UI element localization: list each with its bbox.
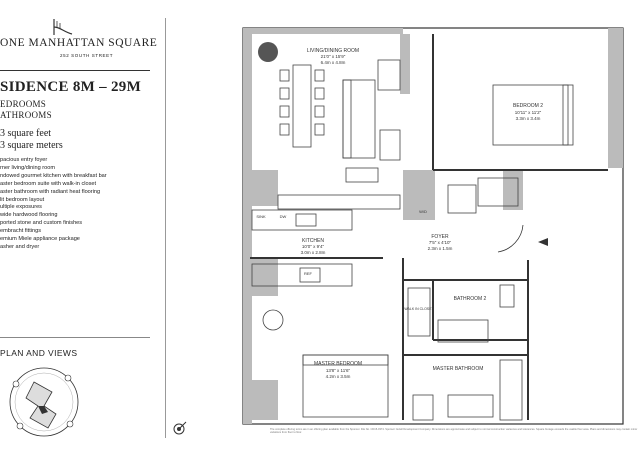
dw-label: DW bbox=[280, 214, 287, 219]
key-plan-diagram bbox=[9, 367, 79, 437]
divider-rule bbox=[0, 337, 150, 338]
floor-plan: LIVING/DINING ROOM 21'0" x 15'9" 6.4m x … bbox=[242, 27, 624, 425]
info-panel: ONE MANHATTAN SQUARE 252 SOUTH STREET SI… bbox=[0, 0, 165, 460]
master-bath-label: MASTER BATHROOM bbox=[433, 366, 484, 372]
square-meters-text: 3 square meters bbox=[0, 140, 63, 151]
master-bedroom-dims: 13'8" x 11'6" bbox=[326, 368, 351, 373]
bedroom2-label: BEDROOM 2 bbox=[513, 103, 543, 109]
square-feet-text: 3 square feet bbox=[0, 128, 52, 139]
master-bedroom-label: MASTER BEDROOM bbox=[314, 361, 362, 367]
divider-rule bbox=[0, 70, 150, 71]
feature-item: aster bedroom suite with walk-in closet bbox=[0, 180, 97, 187]
panel-divider bbox=[165, 18, 166, 438]
kitchen-metric: 3.0m x 2.8m bbox=[301, 250, 326, 255]
feature-item: rner living/dining room bbox=[0, 164, 56, 171]
legal-disclaimer: The complete offering terms are in an of… bbox=[270, 428, 638, 434]
kitchen-dims: 10'0" x 9'4" bbox=[302, 244, 325, 249]
room-count: EDROOMS ATHROOMS bbox=[0, 99, 52, 121]
walkin-closet-label: WALK IN CLOSET bbox=[404, 307, 434, 311]
feature-item: ported stone and custom finishes bbox=[0, 220, 83, 227]
feature-item: ultiple exposures bbox=[0, 204, 42, 211]
bathroom2-label: BATHROOM 2 bbox=[454, 296, 487, 302]
north-arrow-icon bbox=[173, 421, 187, 435]
feature-item: pacious entry foyer bbox=[0, 157, 48, 163]
residence-title: SIDENCE 8M – 29M bbox=[0, 79, 142, 95]
bathrooms-text: ATHROOMS bbox=[0, 110, 52, 120]
feature-item: lit bedroom layout bbox=[0, 196, 45, 203]
feature-item: ndowed gourmet kitchen with breakfast ba… bbox=[0, 172, 107, 179]
foyer-label: FOYER bbox=[431, 234, 449, 240]
living-room-dims: 21'0" x 15'9" bbox=[321, 54, 346, 59]
brand-address: 252 SOUTH STREET bbox=[60, 53, 114, 58]
residence-size: 3 square feet 3 square meters bbox=[0, 128, 63, 152]
sink-label: SINK bbox=[256, 214, 266, 219]
brand-logo bbox=[53, 19, 73, 35]
bedroom2-metric: 3.3m x 3.4m bbox=[516, 116, 541, 121]
wd-label: W/D bbox=[419, 209, 427, 214]
master-bedroom-metric: 4.2m x 3.5m bbox=[326, 374, 351, 379]
plan-views-label: PLAN AND VIEWS bbox=[0, 348, 78, 358]
kitchen-label: KITCHEN bbox=[302, 238, 324, 244]
feature-item: wide hardwood flooring bbox=[0, 212, 58, 219]
foyer-dims: 7'5" x 4'10" bbox=[429, 240, 452, 245]
feature-item: aster bathroom with radiant heat floorin… bbox=[0, 188, 101, 195]
foyer-metric: 2.3m x 1.5m bbox=[428, 246, 453, 251]
brand-name: ONE MANHATTAN SQUARE bbox=[0, 37, 158, 49]
feature-list: pacious entry foyer rner living/dining r… bbox=[0, 157, 107, 252]
feature-item: embracht fittings bbox=[0, 228, 42, 235]
bedrooms-text: EDROOMS bbox=[0, 99, 47, 109]
ref-label: REF bbox=[304, 271, 313, 276]
feature-item: asher and dryer bbox=[0, 243, 40, 250]
feature-item: emium Miele appliance package bbox=[0, 236, 80, 243]
bedroom2-dims: 10'11" x 11'2" bbox=[515, 110, 542, 115]
living-room-metric: 6.4m x 4.8m bbox=[321, 60, 346, 65]
living-room-label: LIVING/DINING ROOM bbox=[307, 48, 359, 54]
